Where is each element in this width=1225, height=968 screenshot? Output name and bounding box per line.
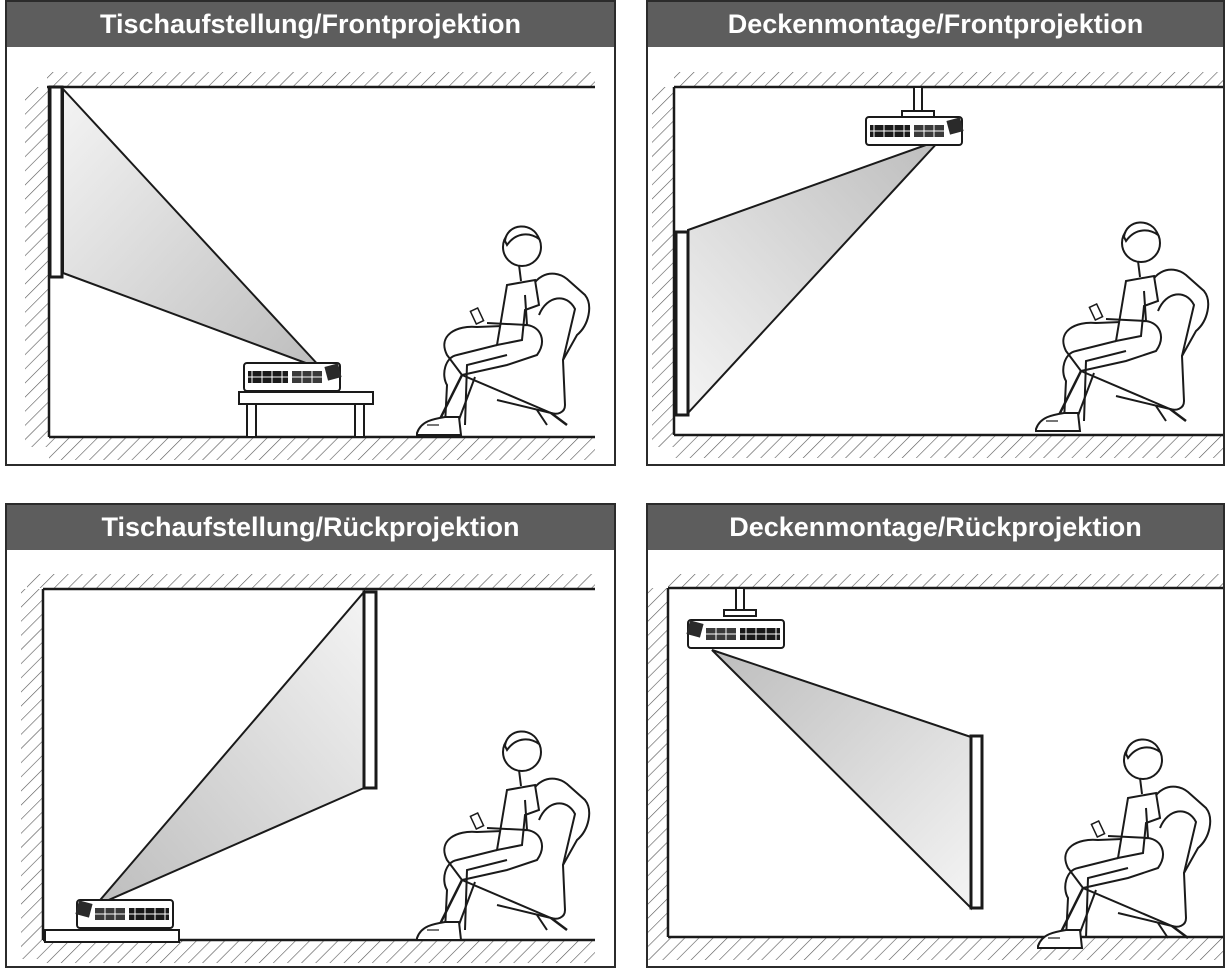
table [238,391,374,438]
panel-title: Deckenmontage/Rückprojektion [648,505,1223,550]
projector [865,116,965,146]
table [44,929,180,943]
panel-ceiling-rear-projection: Deckenmontage/Rückprojektion [646,503,1225,968]
panel-table-front-projection: Tischaufstellung/Frontprojektion [5,0,616,466]
panel-ceiling-front-projection: Deckenmontage/Frontprojektion [646,0,1225,466]
panel-title: Tischaufstellung/Frontprojektion [7,2,614,47]
projection-beam [94,589,365,907]
screen [362,590,378,790]
screen [674,230,690,417]
viewer [1034,221,1210,433]
screen [969,734,984,910]
ceiling-mount [723,587,757,617]
diagram-ceiling-front [652,72,1223,458]
viewer [415,730,591,942]
projector [74,899,174,929]
screen [48,85,64,279]
ceiling-mount [901,86,935,118]
panel-table-rear-projection: Tischaufstellung/Rückprojektion [5,503,616,968]
projection-beam [62,86,323,370]
viewer [1036,738,1212,950]
projection-beam [687,139,941,416]
projection-beam [711,649,972,911]
diagram-table-rear [21,574,595,963]
diagram-table-front [25,72,595,460]
diagram-ceiling-rear [648,574,1223,960]
panel-title: Deckenmontage/Frontprojektion [648,2,1223,47]
panel-title: Tischaufstellung/Rückprojektion [7,505,614,550]
projector [243,362,343,392]
projector [685,619,785,649]
viewer [415,225,591,437]
